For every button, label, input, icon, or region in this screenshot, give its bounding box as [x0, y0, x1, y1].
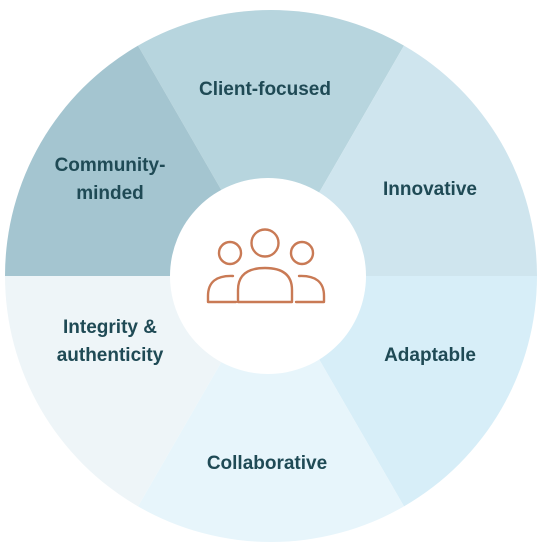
label-collaborative: Collaborative	[207, 453, 327, 474]
label-adaptable: Adaptable	[384, 345, 476, 366]
label-community-minded: Community-minded	[55, 155, 166, 204]
label-innovative: Innovative	[383, 179, 477, 200]
wheel-labels: Client-focusedInnovativeAdaptableCollabo…	[55, 79, 477, 474]
label-line: Integrity &	[63, 317, 157, 338]
label-line: authenticity	[57, 345, 164, 366]
label-client-focused: Client-focused	[199, 79, 331, 100]
label-integrity-authenticity: Integrity & authenticity	[57, 317, 164, 366]
label-line: Innovative	[383, 179, 477, 200]
label-line: Community-	[55, 155, 166, 176]
people-group-icon	[206, 228, 326, 304]
center-hub	[170, 178, 366, 374]
label-line: Adaptable	[384, 345, 476, 366]
center-circle	[170, 178, 366, 374]
segment-collaborative	[138, 276, 404, 542]
segment-client-focused	[138, 10, 404, 277]
label-line: minded	[76, 183, 144, 204]
label-line: Collaborative	[207, 453, 327, 474]
label-line: Client-focused	[199, 79, 331, 100]
